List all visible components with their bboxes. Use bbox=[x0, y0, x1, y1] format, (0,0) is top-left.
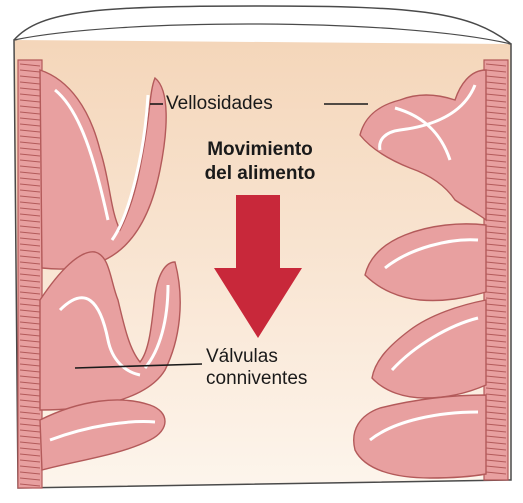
food-movement-label-line1: Movimiento bbox=[170, 138, 350, 162]
villi-label: Vellosidades bbox=[166, 93, 273, 115]
food-movement-label: Movimiento del alimento bbox=[170, 138, 350, 186]
food-movement-label-line2: del alimento bbox=[170, 162, 350, 186]
right-intestinal-wall bbox=[354, 60, 508, 480]
intestine-rim bbox=[14, 6, 511, 44]
valves-label-line2: conniventes bbox=[206, 368, 307, 390]
valves-label-line1: Válvulas bbox=[206, 346, 307, 368]
valves-label: Válvulas conniventes bbox=[206, 346, 307, 390]
